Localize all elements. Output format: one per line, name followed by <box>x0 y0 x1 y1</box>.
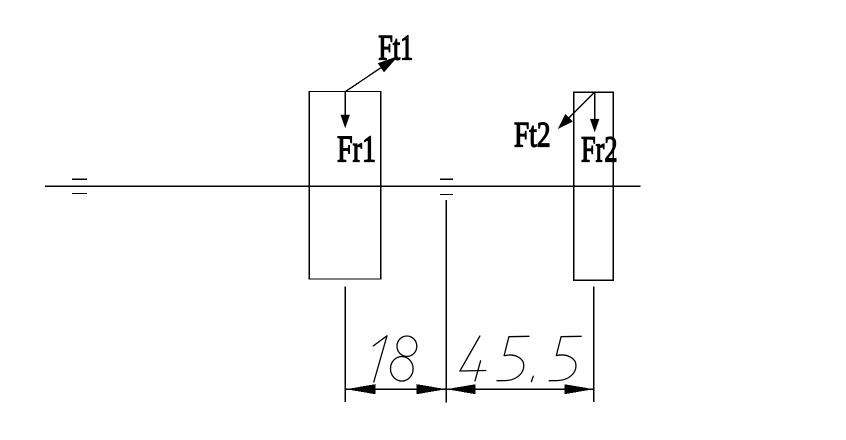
svg-text:Fr1: Fr1 <box>337 128 376 170</box>
svg-text:Ft1: Ft1 <box>378 28 413 68</box>
svg-text:Fr2: Fr2 <box>581 129 618 170</box>
svg-text:Ft2: Ft2 <box>514 114 551 154</box>
